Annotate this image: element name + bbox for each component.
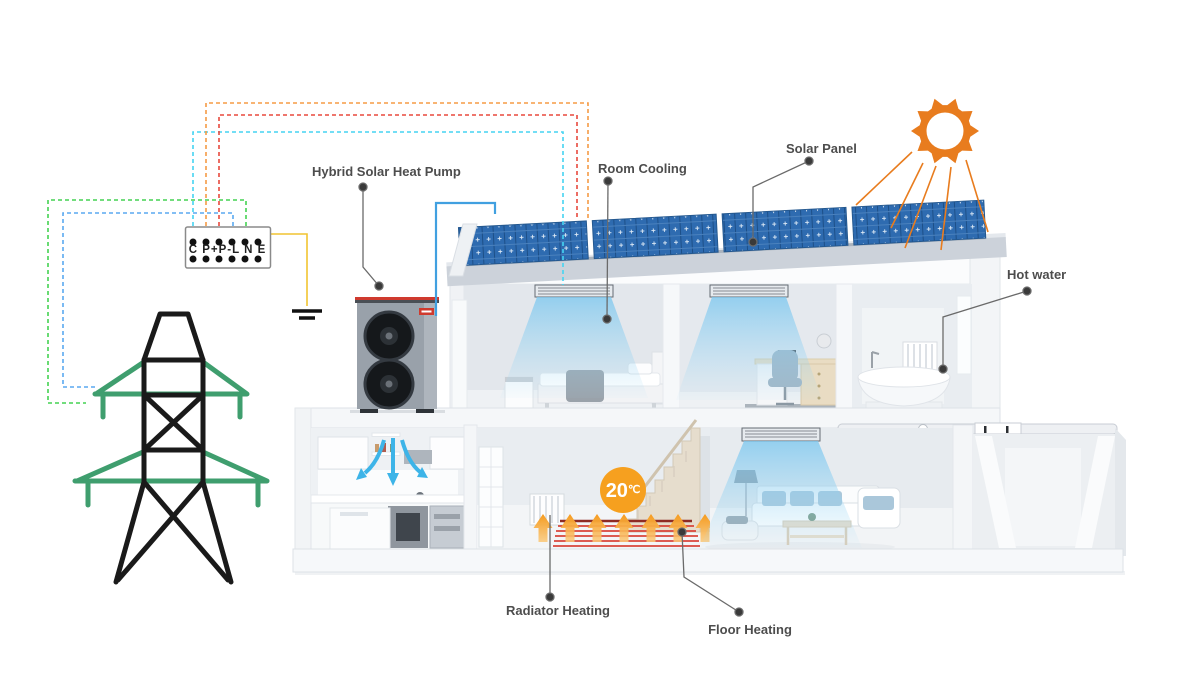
temperature-badge: [600, 467, 646, 513]
ceiling-vent-bedroom: [534, 284, 614, 298]
office-rug: [745, 404, 837, 410]
solar-panel-label: Solar Panel: [786, 141, 857, 156]
ceiling-vent-living: [741, 427, 821, 442]
radiator: [529, 493, 565, 526]
leader-floor-heating: [677, 527, 744, 617]
garage-outer-edge: [1115, 428, 1126, 556]
air-flow-bedroom: [500, 297, 648, 398]
air-flow-living: [700, 441, 862, 548]
ground-left-wall: [294, 407, 312, 559]
sink: [340, 512, 368, 516]
desk-lamp: [816, 333, 832, 349]
hall-heating-area: [477, 419, 715, 549]
floor-heating-label: Floor Heating: [708, 622, 792, 637]
fan-top: [363, 310, 415, 362]
upper-wall-divider-1: [662, 283, 681, 409]
upper-cabinet-left: [317, 436, 369, 470]
leader-heat-pump: [358, 182, 384, 291]
ceiling-vent-office: [709, 284, 789, 298]
leader-solar-panel: [748, 156, 814, 247]
pylon-crossarms: [72, 359, 270, 508]
heat-pump-label: Hybrid Solar Heat Pump: [312, 164, 461, 179]
upper-right-wall: [969, 238, 1001, 411]
shelf: [371, 432, 401, 437]
room-cooling-label: Room Cooling: [598, 161, 687, 176]
pylon-tower: [113, 311, 234, 585]
heat-pump-pipe: [434, 201, 497, 316]
kitchen: [310, 428, 466, 550]
wire-p-plus: [205, 102, 589, 240]
countertop: [310, 494, 466, 504]
heat-pump-unit: [350, 297, 445, 413]
terminal-block: [184, 226, 272, 269]
leader-hot-water: [938, 286, 1032, 374]
wire-c: [192, 131, 564, 285]
wire-n: [47, 199, 247, 404]
upper-wall-divider-2: [835, 283, 854, 409]
armchair: [857, 487, 901, 529]
earth-wire: [264, 233, 308, 306]
heat-pump-red-trim: [355, 297, 439, 300]
garage-brace-left: [975, 436, 1016, 548]
kitchen-air-arrows: [356, 438, 428, 486]
sun-rays: [855, 151, 989, 251]
bottom-slab: [292, 548, 1124, 573]
leader-lines: [358, 156, 1032, 617]
sun-icon: [855, 98, 989, 251]
house: [292, 199, 1126, 575]
ground-wall-1: [463, 424, 478, 557]
upper-cabinet-right: [429, 436, 466, 470]
temperature-badge-text: 20℃: [599, 477, 647, 506]
house-shadow: [295, 571, 1125, 575]
wire-l: [62, 212, 234, 388]
fan-bottom: [363, 358, 415, 410]
ground-wall-2: [952, 424, 974, 557]
garage: [973, 428, 1126, 556]
temperature-value: 20: [605, 480, 628, 502]
terminal-block-label: C P+P-L N E: [188, 244, 267, 256]
roof-solar-array: [446, 199, 1007, 287]
roof-left-edge: [448, 223, 478, 277]
leader-radiator-heating: [545, 515, 555, 602]
temperature-unit: ℃: [627, 484, 641, 496]
wire-p-minus: [218, 114, 578, 240]
bathroom: [852, 284, 972, 417]
leader-room-cooling: [602, 176, 613, 324]
ground-symbol: [292, 309, 322, 320]
bedroom-door: [451, 299, 468, 409]
bathroom-window: [956, 295, 972, 375]
radiator-heating-label: Radiator Heating: [505, 603, 610, 618]
power-pylon: [72, 311, 270, 585]
air-flow-office: [676, 297, 822, 400]
hot-water-label: Hot water: [1007, 267, 1067, 282]
shelf: [371, 451, 401, 456]
wiring-harness: [47, 102, 589, 404]
garage-brace-right: [1075, 436, 1115, 548]
